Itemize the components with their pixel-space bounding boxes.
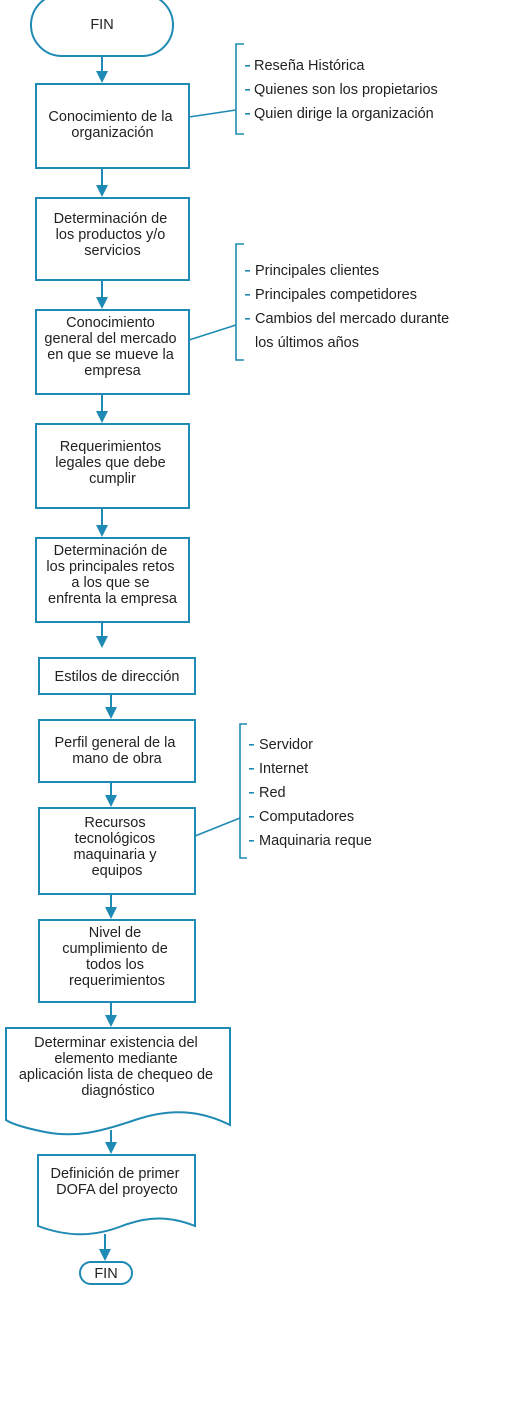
annotation-market: Principales clientes Principales competi… bbox=[188, 243, 449, 361]
step-text-line: los productos y/o bbox=[56, 227, 166, 243]
annotation-item: Quien dirige la organización bbox=[254, 106, 434, 122]
step-text-line: Conocimiento bbox=[66, 315, 155, 331]
step-text-line: empresa bbox=[84, 363, 141, 379]
step-text-line: Estilos de dirección bbox=[55, 669, 180, 685]
arrow bbox=[96, 280, 108, 309]
step-text-line: Determinación de bbox=[54, 543, 168, 559]
svg-text:Determinación de los pro: Determinación de los productos y/o servi… bbox=[54, 211, 172, 259]
step-dofa-document: Definición de primer DOFA del proyecto bbox=[37, 1154, 196, 1236]
arrow bbox=[96, 56, 108, 83]
step-text-line: todos los bbox=[86, 957, 144, 973]
annotation-item: los últimos años bbox=[255, 335, 359, 351]
svg-text:Determinación de los pri: Determinación de los principales retos a… bbox=[46, 543, 178, 607]
step-text-line: cumplimiento de bbox=[62, 941, 168, 957]
arrow bbox=[105, 782, 117, 807]
step-text-line: Requerimientos bbox=[60, 439, 162, 455]
step-main-challenges: Determinación de los principales retos a… bbox=[35, 537, 190, 623]
step-text-line: a los que se bbox=[71, 575, 149, 591]
arrow bbox=[96, 168, 108, 197]
svg-text:Perfil general de la man: Perfil general de la mano de obra bbox=[55, 735, 180, 767]
svg-text:Definición de primer DOF: Definición de primer DOFA del proyecto bbox=[51, 1166, 184, 1198]
step-text-line: los principales retos bbox=[46, 559, 174, 575]
step-text-line: equipos bbox=[92, 863, 143, 879]
svg-text:Determinar existencia del: Determinar existencia del elemento media… bbox=[19, 1035, 217, 1099]
step-text-line: general del mercado bbox=[44, 331, 176, 347]
start-terminator: FIN bbox=[30, 0, 174, 57]
step-text-line: Determinación de bbox=[54, 211, 168, 227]
annotation-item: Computadores bbox=[259, 809, 354, 825]
step-text-line: organización bbox=[71, 125, 153, 141]
arrow bbox=[96, 508, 108, 537]
step-management-styles: Estilos de dirección bbox=[38, 657, 196, 695]
end-terminator: FIN bbox=[79, 1261, 133, 1285]
step-text-line: tecnológicos bbox=[75, 831, 156, 847]
step-technological-resources: Recursos tecnológicos maquinaria y equip… bbox=[38, 807, 196, 895]
svg-text:Nivel de cumplimiento de: Nivel de cumplimiento de todos los reque… bbox=[62, 925, 172, 989]
annotation-item: Servidor bbox=[259, 737, 313, 753]
annotation-item: Internet bbox=[259, 761, 308, 777]
arrow bbox=[105, 894, 117, 919]
arrow bbox=[105, 1130, 117, 1154]
step-text-line: requerimientos bbox=[69, 973, 165, 989]
step-text-line: enfrenta la empresa bbox=[48, 591, 178, 607]
step-text-line: Nivel de bbox=[89, 925, 141, 941]
step-legal-requirements: Requerimientos legales que debe cumplir bbox=[35, 423, 190, 509]
step-organization-knowledge: Conocimiento de la organización bbox=[35, 83, 190, 169]
step-text-line: Recursos bbox=[84, 815, 145, 831]
step-text-line: DOFA del proyecto bbox=[56, 1182, 178, 1198]
step-text-line: diagnóstico bbox=[81, 1083, 154, 1099]
annotation-item: Reseña Histórica bbox=[254, 58, 365, 74]
step-products-services: Determinación de los productos y/o servi… bbox=[35, 197, 190, 281]
annotation-item: Red bbox=[259, 785, 286, 801]
annotation-item: Principales clientes bbox=[255, 263, 379, 279]
end-label: FIN bbox=[94, 1266, 117, 1282]
step-text-line: legales que debe bbox=[55, 455, 165, 471]
step-text-line: Conocimiento de la bbox=[48, 109, 173, 125]
svg-text:Conocimiento general del: Conocimiento general del mercado en que … bbox=[44, 315, 180, 379]
step-text-line: aplicación lista de chequeo de bbox=[19, 1067, 213, 1083]
step-workforce-profile: Perfil general de la mano de obra bbox=[38, 719, 196, 783]
step-text-line: mano de obra bbox=[72, 751, 162, 767]
step-text-line: en que se mueve la bbox=[47, 347, 174, 363]
annotation-item: Maquinaria reque bbox=[259, 833, 372, 849]
arrow bbox=[96, 394, 108, 423]
step-text-line: Determinar existencia del bbox=[34, 1035, 198, 1051]
arrow bbox=[105, 1002, 117, 1027]
step-market-knowledge: Conocimiento general del mercado en que … bbox=[35, 309, 190, 395]
step-text-line: Definición de primer bbox=[51, 1166, 180, 1182]
step-text-line: servicios bbox=[84, 243, 140, 259]
annotation-item: Quienes son los propietarios bbox=[254, 82, 438, 98]
step-text-line: maquinaria y bbox=[73, 847, 157, 863]
svg-text:Conocimiento de la organ: Conocimiento de la organización bbox=[48, 109, 176, 141]
step-text-line: cumplir bbox=[89, 471, 136, 487]
annotation-technology: Servidor Internet Red Computadores Maqui… bbox=[194, 723, 372, 859]
start-label: FIN bbox=[90, 17, 113, 33]
svg-text:Requerimientos legales q: Requerimientos legales que debe cumplir bbox=[55, 439, 170, 487]
annotation-organization: Reseña Histórica Quienes son los propiet… bbox=[188, 43, 438, 135]
annotation-item: Cambios del mercado durante bbox=[255, 311, 449, 327]
arrow bbox=[99, 1234, 111, 1261]
annotation-item: Principales competidores bbox=[255, 287, 417, 303]
svg-text:Recursos tecnológicos: Recursos tecnológicos maquinaria y equip… bbox=[73, 815, 160, 879]
arrow bbox=[105, 694, 117, 719]
step-compliance-level: Nivel de cumplimiento de todos los reque… bbox=[38, 919, 196, 1003]
step-text-line: elemento mediante bbox=[54, 1051, 177, 1067]
step-text-line: Perfil general de la bbox=[55, 735, 177, 751]
arrow bbox=[96, 622, 108, 648]
step-checklist-document: Determinar existencia del elemento media… bbox=[5, 1027, 231, 1136]
